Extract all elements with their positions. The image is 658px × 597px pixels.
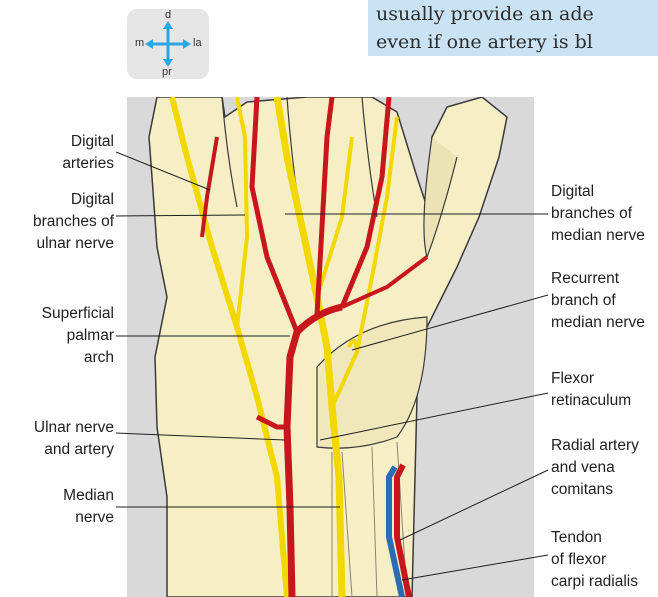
label-digital-branches-ulnar-nerve: Digital branches of ulnar nerve <box>10 189 114 255</box>
body-text-line-1: usually provide an ade <box>368 0 658 28</box>
compass-proximal-label: pr <box>162 66 172 78</box>
label-median-nerve: Median nerve <box>10 485 114 529</box>
orientation-compass: d pr m la <box>127 9 209 79</box>
label-recurrent-branch-median-nerve: Recurrent branch of median nerve <box>551 268 658 334</box>
label-radial-artery-vena-comitans: Radial artery and vena comitans <box>551 435 658 501</box>
label-tendon-flexor-carpi-radialis: Tendon of flexor carpi radialis <box>551 527 658 593</box>
body-text-line-2: even if one artery is bl <box>368 28 658 56</box>
label-superficial-palmar-arch: Superficial palmar arch <box>10 303 114 369</box>
label-ulnar-nerve-and-artery: Ulnar nerve and artery <box>10 417 114 461</box>
label-flexor-retinaculum: Flexor retinaculum <box>551 368 658 412</box>
compass-medial-label: m <box>135 37 144 49</box>
palm-illustration <box>127 97 534 597</box>
compass-lateral-label: la <box>193 37 202 49</box>
label-digital-branches-median-nerve: Digital branches of median nerve <box>551 181 658 247</box>
body-text-fragment: usually provide an ade even if one arter… <box>368 0 658 56</box>
label-digital-arteries: Digital arteries <box>10 131 114 175</box>
compass-distal-label: d <box>165 9 171 21</box>
hand-illustration-panel <box>127 97 534 597</box>
